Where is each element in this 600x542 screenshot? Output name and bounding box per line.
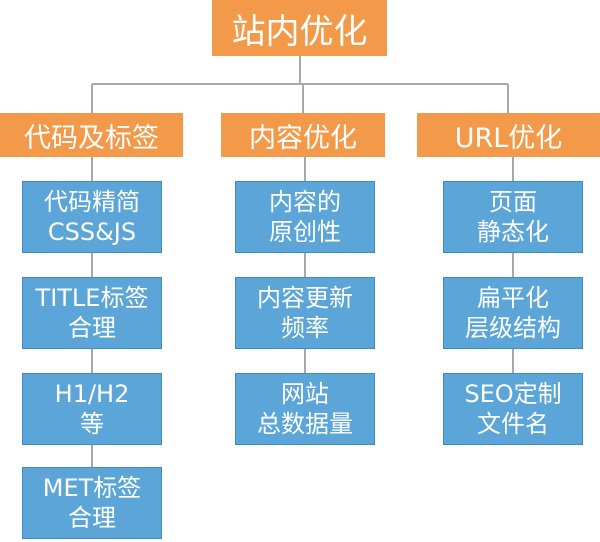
- leaf-line: CSS&JS: [47, 218, 137, 246]
- leaf-line: 静态化: [477, 218, 549, 246]
- leaf-line: 原创性: [269, 218, 341, 246]
- leaf-line: 内容更新: [257, 284, 353, 312]
- category-label: 代码及标签: [24, 122, 159, 154]
- leaf-line: 频率: [281, 314, 329, 342]
- leaf-static-pages: 页面 静态化: [443, 181, 583, 253]
- leaf-meta-tag: MET标签 合理: [22, 467, 162, 539]
- leaf-content-originality: 内容的 原创性: [235, 181, 375, 253]
- leaf-flat-structure: 扁平化 层级结构: [443, 277, 583, 349]
- leaf-line: 合理: [68, 504, 116, 532]
- leaf-line: 网站: [281, 380, 329, 408]
- leaf-line: 总数据量: [257, 410, 353, 438]
- leaf-seo-filename: SEO定制 文件名: [443, 373, 583, 445]
- leaf-line: SEO定制: [464, 380, 562, 408]
- category-label: URL优化: [454, 122, 563, 154]
- leaf-title-tag: TITLE标签 合理: [22, 277, 162, 349]
- leaf-update-frequency: 内容更新 频率: [235, 277, 375, 349]
- leaf-code-minify: 代码精简 CSS&JS: [22, 181, 162, 253]
- category-url-optimization: URL优化: [417, 113, 600, 157]
- category-content-optimization: 内容优化: [221, 113, 385, 157]
- root-label: 站内优化: [231, 11, 368, 52]
- leaf-data-volume: 网站 总数据量: [235, 373, 375, 445]
- category-label: 内容优化: [249, 122, 357, 154]
- leaf-line: 文件名: [477, 410, 549, 438]
- leaf-line: 层级结构: [465, 314, 561, 342]
- leaf-line: 等: [80, 410, 104, 438]
- category-code-and-tags: 代码及标签: [0, 113, 183, 157]
- leaf-line: TITLE标签: [35, 284, 149, 312]
- leaf-line: 扁平化: [477, 284, 549, 312]
- root-node: 站内优化: [212, 0, 387, 56]
- leaf-heading-tags: H1/H2 等: [22, 373, 162, 445]
- leaf-line: 页面: [489, 188, 537, 216]
- leaf-line: 内容的: [269, 188, 341, 216]
- leaf-line: 代码精简: [44, 188, 140, 216]
- leaf-line: 合理: [68, 314, 116, 342]
- leaf-line: H1/H2: [54, 380, 130, 408]
- leaf-line: MET标签: [42, 474, 142, 502]
